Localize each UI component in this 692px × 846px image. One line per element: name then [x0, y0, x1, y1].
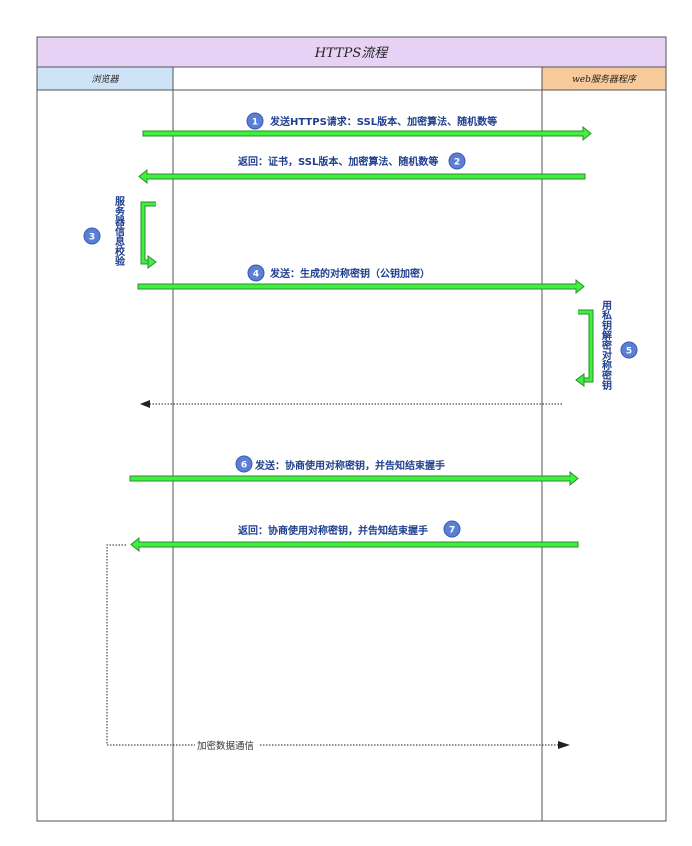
- server-lane-label: web服务器程序: [572, 74, 638, 85]
- step-number-4: 4: [253, 270, 259, 280]
- browser-lane-label: 浏览器: [91, 74, 119, 85]
- arrow-7: [130, 536, 579, 553]
- server-lane-header: [541, 66, 667, 91]
- message-label-5: 用私钥解密对称密钥: [600, 300, 613, 391]
- step-badge-6: [235, 455, 253, 473]
- self-check-arrowhead-3: [147, 255, 157, 269]
- message-label-1: 发送HTTPS请求：SSL版本、加密算法、随机数等: [269, 115, 497, 128]
- arrow-4: [137, 278, 585, 295]
- step-badge-4: [247, 264, 265, 282]
- step-badge-5: [620, 341, 638, 359]
- step-number-6: 6: [241, 461, 247, 471]
- dotted-return-arrowhead: [140, 400, 150, 408]
- diagram-frame: [36, 36, 667, 822]
- message-label-2: 返回：证书，SSL版本、加密算法、随机数等: [238, 155, 438, 168]
- step-badge-2: [448, 152, 466, 170]
- encrypted-comm-path: [106, 544, 558, 746]
- step-badge-1: [246, 112, 264, 130]
- step-number-1: 1: [252, 118, 258, 128]
- diagram-title: HTTPS流程: [314, 46, 390, 61]
- message-label-3: 服务器信息校验: [113, 196, 126, 267]
- self-decrypt-bracket-5-fill: [578, 310, 593, 382]
- message-label-7: 返回：协商使用对称密钥，并告知结束握手: [238, 524, 428, 537]
- message-label-4: 发送：生成的对称密钥（公钥加密）: [269, 267, 430, 280]
- arrow-2: [138, 168, 586, 185]
- arrow-6: [129, 470, 579, 487]
- step-number-5: 5: [626, 347, 632, 357]
- step-number-2: 2: [454, 158, 460, 168]
- footer-label-bg: [195, 738, 259, 752]
- self-decrypt-arrowhead-5: [575, 373, 585, 387]
- encrypted-comm-label: 加密数据通信: [197, 740, 254, 752]
- title-bar: [36, 36, 667, 68]
- arrow-1: [142, 125, 592, 142]
- message-label-6: 发送：协商使用对称密钥，并告知结束握手: [254, 459, 445, 472]
- encrypted-comm-arrowhead: [558, 741, 570, 749]
- step-badge-3: [83, 227, 101, 245]
- step-badge-7: [443, 520, 461, 538]
- step-number-3: 3: [89, 233, 95, 243]
- step-number-7: 7: [449, 526, 455, 536]
- self-check-bracket-3-fill: [141, 202, 156, 264]
- middle-lane-header: [172, 66, 543, 91]
